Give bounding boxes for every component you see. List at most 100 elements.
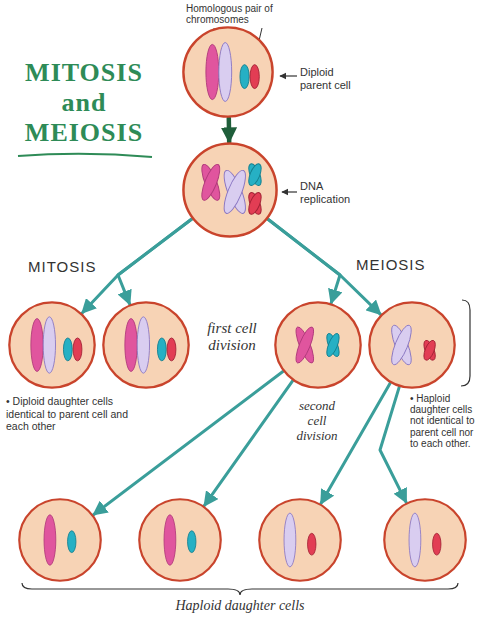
cell-node [138, 498, 222, 582]
cell-node [18, 498, 102, 582]
cell-membrane [183, 27, 272, 116]
chromosome [63, 338, 72, 361]
chromosome [188, 531, 196, 553]
cell-outline [102, 301, 190, 389]
cell-membrane [259, 499, 340, 580]
chromatid [220, 168, 250, 216]
text-box: MITOSIS and MEIOSIS [12, 58, 156, 148]
text-box: second cell division [288, 398, 346, 443]
cell-membrane [139, 499, 220, 580]
chromosome [167, 338, 176, 361]
cell-node [258, 498, 342, 582]
cell-node [274, 301, 362, 389]
chromatid [246, 162, 264, 187]
cell-label: Diploid parent cell [300, 66, 364, 92]
chromosome [206, 44, 219, 99]
text-box: • Haploid daughter cells not identical t… [410, 393, 482, 449]
section-heading: MEIOSIS [356, 256, 446, 274]
chromatid [388, 323, 415, 367]
leader-arrow [280, 75, 297, 76]
cell-membrane [103, 302, 188, 387]
text-box: Homologous pair of chromosomes [186, 3, 278, 25]
chromatid [198, 162, 223, 202]
chromosome [284, 513, 296, 567]
chromatid [220, 168, 250, 216]
text-box: Diploid parent cell [300, 66, 364, 92]
chromatid [422, 339, 438, 362]
cell-outline [138, 498, 222, 582]
cell-outline [8, 301, 96, 389]
chromatid [293, 325, 317, 365]
chromosome [73, 338, 82, 361]
text-box: • Diploid daughter cells identical to pa… [6, 395, 134, 433]
cell-node: DNA replication [182, 142, 278, 238]
cell-membrane [369, 302, 454, 387]
chromosome [433, 533, 441, 555]
cell-membrane [275, 302, 360, 387]
division-arrow [268, 219, 340, 303]
cell-node [383, 498, 467, 582]
chromosome [43, 317, 55, 373]
cell-membrane [384, 499, 465, 580]
division-arrow [118, 219, 192, 304]
chromatid [246, 162, 264, 187]
cell-label: DNA replication [300, 180, 370, 206]
chromosome [68, 531, 76, 553]
division-arrow [94, 372, 283, 515]
step-label: second cell division [288, 398, 346, 443]
chromosome [409, 513, 421, 567]
cell-node [368, 301, 456, 389]
text-box: MEIOSIS [356, 256, 446, 274]
chromosome [44, 515, 56, 565]
chromatid [198, 162, 223, 202]
chromatid [246, 191, 264, 216]
cell-outline [182, 142, 278, 238]
chromatid [388, 323, 415, 367]
cell-membrane [19, 499, 100, 580]
text-box: DNA replication [300, 180, 370, 206]
chromosome [125, 319, 137, 372]
chromosome [31, 319, 43, 372]
chromosome [219, 43, 232, 102]
chromosome [240, 65, 249, 89]
cell-outline [182, 26, 274, 118]
division-arrow [380, 387, 406, 502]
text-box: first cell division [196, 320, 268, 354]
group-label: Haploid daughter cells [150, 598, 330, 614]
cell-membrane [183, 143, 276, 236]
cell-node [8, 301, 96, 389]
section-heading: MITOSIS [28, 258, 108, 276]
diagram-title: MITOSIS and MEIOSIS [12, 58, 156, 148]
chromatid [324, 332, 341, 358]
bracket [461, 300, 470, 386]
cell-outline [258, 498, 342, 582]
chromosome [137, 317, 149, 373]
step-label: first cell division [196, 320, 268, 354]
chromosome [157, 338, 166, 361]
title-underline [18, 154, 152, 157]
text-box: MITOSIS [28, 258, 108, 276]
cell-node: Diploid parent cell [182, 26, 274, 118]
division-arrow [204, 381, 292, 506]
chromatid [324, 332, 341, 358]
division-arrow [227, 118, 232, 142]
chromosome [250, 65, 259, 89]
cell-outline [368, 301, 456, 389]
cell-outline [18, 498, 102, 582]
note: • Haploid daughter cells not identical t… [410, 393, 482, 449]
chromatid [422, 339, 438, 362]
chromosome [164, 515, 176, 565]
cell-membrane [9, 302, 94, 387]
callout-label: Homologous pair of chromosomes [186, 3, 278, 25]
chromatid [246, 191, 264, 216]
division-arrow [82, 219, 192, 313]
bracket [22, 583, 458, 595]
note: • Diploid daughter cells identical to pa… [6, 395, 134, 433]
text-box: Haploid daughter cells [150, 598, 330, 614]
cell-node [102, 301, 190, 389]
cell-outline [274, 301, 362, 389]
chromosome [308, 533, 316, 555]
leader-arrow [282, 191, 297, 192]
cell-outline [383, 498, 467, 582]
